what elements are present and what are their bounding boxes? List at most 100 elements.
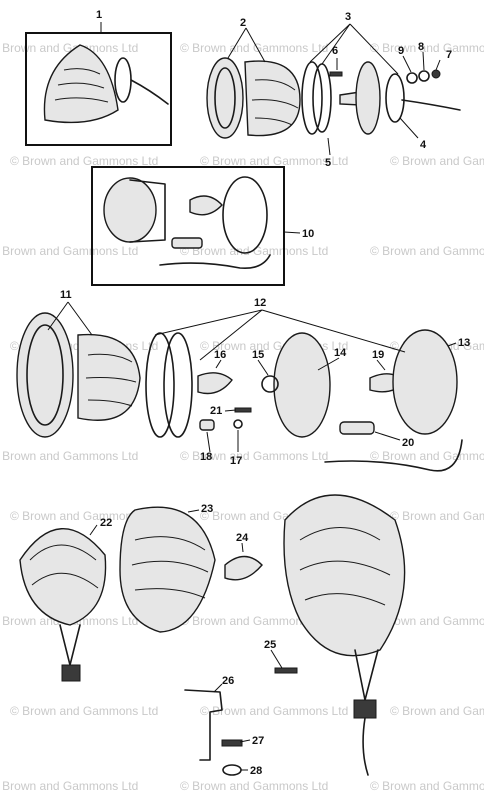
watermark-text: © Brown and Gammons Ltd xyxy=(10,154,158,168)
lamp-22-stem xyxy=(59,624,81,666)
lamp-housing xyxy=(283,494,406,657)
connector xyxy=(171,237,203,249)
lamp-housing-stem xyxy=(354,649,379,701)
bulb-24 xyxy=(224,555,263,581)
watermark-text: © Brown and Gammons Ltd xyxy=(200,704,348,718)
base-plate xyxy=(385,73,405,123)
watermark-text: © Brown and Gammons Ltd xyxy=(0,41,138,55)
watermark-text: © Brown and Gammons Ltd xyxy=(0,449,138,463)
watermark-text: © Brown and Gammons Ltd xyxy=(370,779,484,793)
backplate xyxy=(222,176,268,254)
watermark-text: © Brown and Gammons Ltd xyxy=(180,41,328,55)
watermark-text: © Brown and Gammons Ltd xyxy=(370,41,484,55)
callout-18: 18 xyxy=(200,451,212,463)
watermark-text: © Brown and Gammons Ltd xyxy=(180,449,328,463)
callout-27: 27 xyxy=(252,735,264,747)
callout-15: 15 xyxy=(252,349,264,361)
callout-28: 28 xyxy=(250,765,262,777)
leader-lines xyxy=(47,22,457,771)
callout-4: 4 xyxy=(420,139,427,151)
watermark-text: © Brown and Gammons Ltd xyxy=(390,154,484,168)
callout-22: 22 xyxy=(100,517,112,529)
inset-frame-10 xyxy=(91,166,285,286)
harness xyxy=(324,439,463,472)
callout-23: 23 xyxy=(201,503,213,515)
callout-3: 3 xyxy=(345,11,351,23)
seal-a xyxy=(145,332,175,438)
callout-21: 21 xyxy=(210,405,222,417)
spring-15 xyxy=(261,375,279,393)
callout-2: 2 xyxy=(240,17,246,29)
watermark-text: © Brown and Gammons Ltd xyxy=(10,509,158,523)
reflector xyxy=(103,177,157,243)
watermark-text: © Brown and Gammons Ltd xyxy=(370,449,484,463)
lead-wires xyxy=(159,254,271,270)
connector-20 xyxy=(339,421,375,435)
callout-8: 8 xyxy=(418,41,424,53)
lamp-housing-base xyxy=(353,699,377,719)
rim-13 xyxy=(392,329,458,435)
watermark-text: © Brown and Gammons Ltd xyxy=(370,244,484,258)
callout-13: 13 xyxy=(458,337,470,349)
callout-5: 5 xyxy=(325,157,331,169)
callout-24: 24 xyxy=(236,532,249,544)
gasket-b xyxy=(312,63,332,133)
lamp-housing-cable xyxy=(362,717,369,776)
spring-17 xyxy=(233,419,243,429)
lamp-22-base xyxy=(61,664,81,682)
lamp-cable xyxy=(130,79,169,105)
inset-side-lamp xyxy=(25,32,172,146)
screw-21 xyxy=(234,407,252,413)
headlamp-exploded xyxy=(16,312,463,472)
callout-14: 14 xyxy=(334,347,347,359)
callout-11: 11 xyxy=(60,289,72,301)
bolt-27 xyxy=(221,739,243,747)
watermark-text: © Brown and Gammons Ltd xyxy=(0,779,138,793)
watermark-text: © Brown and Gammons Ltd xyxy=(200,154,348,168)
washer-8 xyxy=(418,70,430,82)
watermark-text: © Brown and Gammons Ltd xyxy=(390,704,484,718)
callout-20: 20 xyxy=(402,437,414,449)
watermark-text: © Brown and Gammons Ltd xyxy=(180,614,328,628)
bracket-26 xyxy=(184,689,223,761)
callout-10: 10 xyxy=(302,228,314,240)
callout-17: 17 xyxy=(230,455,242,467)
callout-1: 1 xyxy=(96,9,102,21)
callout-7: 7 xyxy=(446,49,452,61)
callout-6: 6 xyxy=(332,45,338,57)
watermark-text: © Brown and Gammons Ltd xyxy=(390,509,484,523)
washer-9 xyxy=(406,72,418,84)
rim-ring xyxy=(206,57,244,139)
bulb xyxy=(189,195,223,216)
callout-12: 12 xyxy=(254,297,266,309)
watermark-text: © Brown and Gammons Ltd xyxy=(180,779,328,793)
callout-16: 16 xyxy=(214,349,226,361)
callout-19: 19 xyxy=(372,349,384,361)
callout-25: 25 xyxy=(264,639,276,651)
seal-b xyxy=(163,332,193,438)
watermark-text: © Brown and Gammons Ltd xyxy=(10,704,158,718)
screw-6 xyxy=(329,71,343,77)
nut-7 xyxy=(431,69,441,79)
lamp-22 xyxy=(19,528,107,626)
lamp-body xyxy=(355,61,381,135)
lamp-assemblies xyxy=(19,494,406,776)
lamp-plinth xyxy=(114,57,132,103)
watermark-text: © Brown and Gammons Ltd xyxy=(370,614,484,628)
watermark-text: © Brown and Gammons Ltd xyxy=(180,244,328,258)
contact-18 xyxy=(199,419,215,431)
washer-28 xyxy=(222,764,242,776)
inset-bulb-unit xyxy=(91,166,285,286)
side-lamp-exploded xyxy=(206,57,461,139)
bezel-ring xyxy=(16,312,74,438)
bulb-16 xyxy=(197,372,233,395)
gasket-a xyxy=(301,61,323,135)
callout-9: 9 xyxy=(398,45,404,57)
callout-26: 26 xyxy=(222,675,234,687)
backplate-14 xyxy=(273,332,331,438)
inset-frame xyxy=(25,32,172,146)
callout-labels: 1 2 3 4 5 6 7 8 9 10 11 12 13 14 15 16 1… xyxy=(60,9,470,777)
screw-25 xyxy=(274,667,298,674)
feed-cable xyxy=(401,99,461,111)
